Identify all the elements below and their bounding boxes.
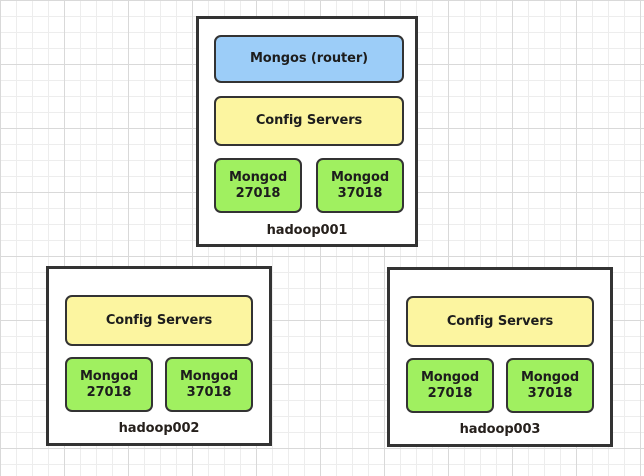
node-label-line1: Config Servers <box>446 313 554 329</box>
node-label-line1: Mongos (router) <box>249 51 369 66</box>
node-mongod-37018-hadoop002[interactable]: Mongod 37018 <box>165 357 253 412</box>
node-label-block: Mongod 27018 <box>421 370 479 402</box>
node-label-line2: 37018 <box>186 384 232 400</box>
node-config-servers-hadoop001[interactable]: Config Servers <box>214 96 404 146</box>
host-container-hadoop001[interactable]: Mongos (router) Config Servers Mongod 27… <box>196 16 418 247</box>
node-label-line1: Mongod <box>420 369 480 385</box>
node-config-servers-hadoop002[interactable]: Config Servers <box>65 295 253 346</box>
node-label-line1: Mongod <box>228 169 288 185</box>
node-label-line1: Mongod <box>79 368 139 384</box>
host-label-hadoop001: hadoop001 <box>266 223 348 238</box>
node-label-line2: 27018 <box>86 384 132 400</box>
node-label-block: Mongod 27018 <box>80 369 138 401</box>
host-container-hadoop002[interactable]: Config Servers Mongod 27018 Mongod 37018… <box>46 266 272 446</box>
node-mongod-37018-hadoop001[interactable]: Mongod 37018 <box>316 158 404 213</box>
host-label-hadoop002: hadoop002 <box>118 421 200 436</box>
node-label-line2: 27018 <box>235 185 281 201</box>
node-mongod-37018-hadoop003[interactable]: Mongod 37018 <box>506 358 594 413</box>
node-mongod-27018-hadoop001[interactable]: Mongod 27018 <box>214 158 302 213</box>
node-label-line2: 27018 <box>427 385 473 401</box>
node-label-line2: 37018 <box>527 385 573 401</box>
node-label-block: Mongod 37018 <box>180 369 238 401</box>
node-label-line1: Mongod <box>330 169 390 185</box>
node-label-block: Mongod 27018 <box>229 170 287 202</box>
node-label-block: Mongod 37018 <box>521 370 579 402</box>
node-label-line1: Mongod <box>179 368 239 384</box>
node-mongod-27018-hadoop003[interactable]: Mongod 27018 <box>406 358 494 413</box>
node-label-line1: Mongod <box>520 369 580 385</box>
node-label-block: Mongod 37018 <box>331 170 389 202</box>
node-mongod-27018-hadoop002[interactable]: Mongod 27018 <box>65 357 153 412</box>
node-label-line2: 37018 <box>337 185 383 201</box>
node-config-servers-hadoop003[interactable]: Config Servers <box>406 296 594 347</box>
node-mongos-router-hadoop001[interactable]: Mongos (router) <box>214 35 404 83</box>
host-label-hadoop003: hadoop003 <box>459 422 541 437</box>
node-label-line1: Config Servers <box>255 113 363 128</box>
node-label-line1: Config Servers <box>105 312 213 328</box>
host-container-hadoop003[interactable]: Config Servers Mongod 27018 Mongod 37018… <box>387 267 613 447</box>
